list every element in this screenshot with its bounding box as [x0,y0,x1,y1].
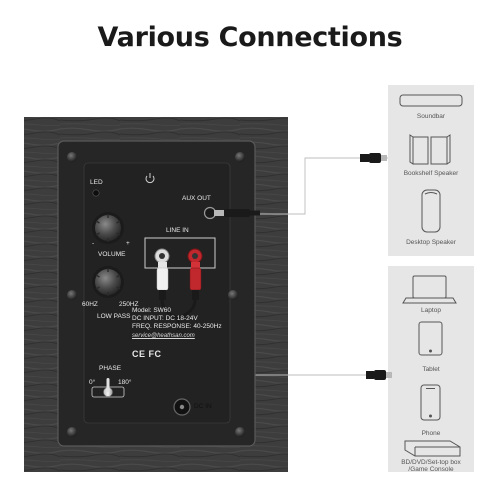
service-email: service@heathsan.com [132,333,195,339]
device-label-phone: Phone [421,430,441,437]
device-label-tablet: Tablet [422,366,440,373]
device-label-desktop-speaker: Desktop Speaker [406,239,456,246]
rca-red-plug [189,262,202,300]
volume-plus: + [126,240,130,247]
volume-minus: - [92,240,95,247]
device-label-bookshelf-speaker: Bookshelf Speaker [403,170,459,177]
power-icon [145,173,155,184]
plate-screws [67,152,245,437]
bookshelf-speaker-icon [409,134,451,165]
laptop-icon [402,275,457,304]
aux-plug-out [214,209,260,217]
led-indicator [92,189,100,197]
output-devices-panel [388,85,474,256]
aux-out-jack [203,206,217,220]
phase-0-label: 0° [89,379,96,386]
line-in-frame [144,237,216,269]
volume-label: VOLUME [98,251,126,258]
screw [235,152,245,162]
spec-line: DC INPUT: DC 18-24V [132,315,198,322]
line-in-label: LINE IN [166,227,189,234]
dc-in-label: DC IN [194,403,212,410]
aux-out-label: AUX OUT [182,195,211,202]
spec-line: Model: SW60 [132,307,172,314]
device-label-laptop: Laptop [421,307,441,314]
device-label-set-top-box: BD/DVD/Set-top box /Game Console [401,459,461,473]
soundbar-icon [399,94,463,107]
certification-logos: CE FC [132,349,162,359]
screw [67,427,77,437]
tablet-icon [418,321,443,356]
phase-switch [91,378,125,398]
phase-180-label: 180° [118,379,132,386]
screw [228,290,238,300]
volume-knob [92,212,124,244]
desktop-speaker-icon [421,189,441,233]
lowpass-max-label: 250HZ [119,301,139,308]
page-title: Various Connections [97,22,403,53]
input-devices-panel [388,266,474,472]
aux-plug-devices-in [366,370,392,380]
phase-label: PHASE [99,365,122,372]
lowpass-knob [92,266,124,298]
phone-icon [420,384,441,421]
lowpass-min-label: 60HZ [82,301,98,308]
set-top-box-icon [404,440,461,457]
led-label: LED [90,179,103,186]
aux-plug-devices-out [360,153,387,163]
screw [67,290,77,300]
lowpass-label: LOW PASS [97,313,131,320]
device-label-soundbar: Soundbar [416,113,446,120]
rca-white-plug [156,262,169,300]
spec-line: FREQ. RESPONSE: 40-250Hz [132,323,222,330]
screw [235,427,245,437]
screw [67,152,77,162]
